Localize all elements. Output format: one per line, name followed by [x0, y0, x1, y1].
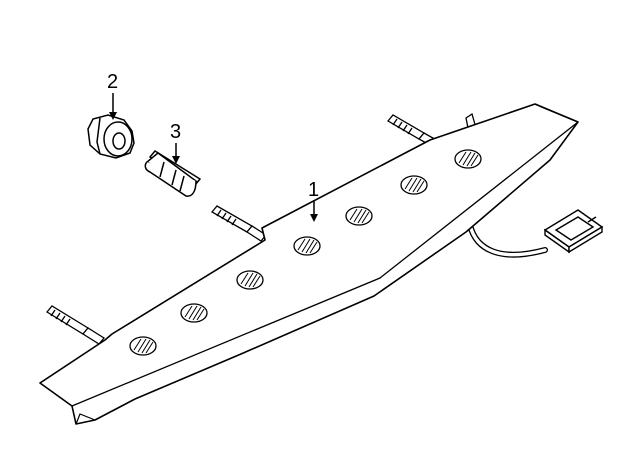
callout-1-label: 1 — [308, 179, 319, 201]
lamp-lens-2 — [180, 303, 208, 323]
stud-bolt-left — [46, 305, 105, 345]
lamp-lens-3 — [236, 270, 264, 290]
wire-harness — [467, 222, 548, 258]
lamp-lens-1 — [129, 336, 157, 356]
lamp-lens-5 — [345, 206, 373, 226]
callout-2-label: 2 — [107, 71, 118, 93]
callout-3-arrow — [172, 156, 180, 164]
callout-1-arrow — [310, 214, 318, 222]
stud-bolt-center — [211, 205, 267, 242]
callout-3: 3 — [170, 121, 181, 164]
callout-2-arrow — [109, 112, 117, 120]
callout-2: 2 — [107, 71, 118, 120]
lamp-lens-4 — [293, 236, 321, 256]
electrical-connector — [543, 209, 604, 254]
callout-3-label: 3 — [170, 121, 181, 143]
callout-1: 1 — [308, 179, 319, 222]
nut-part — [87, 114, 135, 159]
grommet-part — [144, 150, 202, 197]
lamp-lens-7 — [454, 149, 482, 169]
lamp-lens-6 — [400, 175, 428, 195]
lamp-housing — [39, 103, 579, 425]
stop-lamp-assembly — [39, 103, 604, 425]
